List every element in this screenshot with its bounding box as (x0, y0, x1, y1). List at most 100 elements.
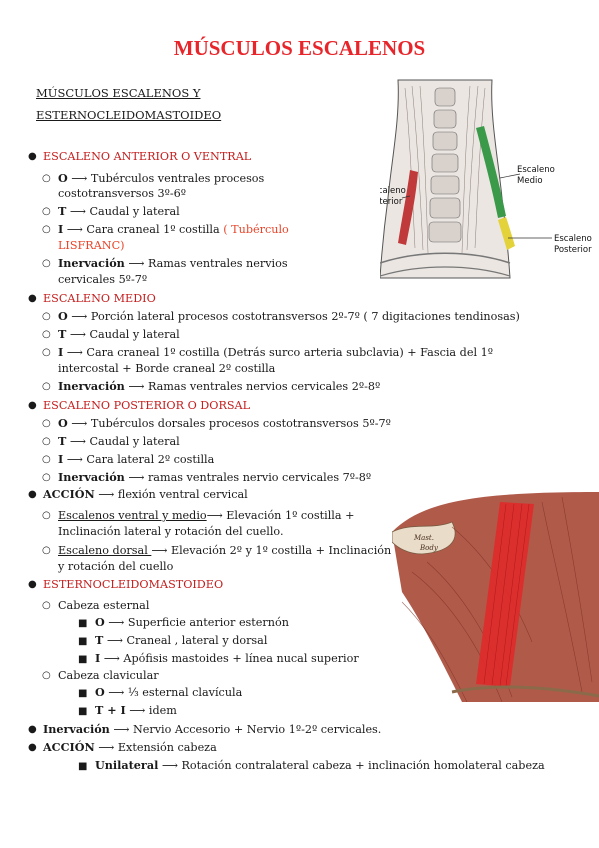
text-line: Cabeza clavicular (58, 668, 159, 683)
bullet-marker: ○ (42, 472, 51, 483)
text-line: Inervación ⟶ Nervio Accesorio + Nervio 1… (43, 722, 381, 737)
text-line: ESCALENO POSTERIOR O DORSAL (43, 398, 250, 413)
text-span: ( Tubérculo (223, 223, 289, 236)
bullet-marker: ■ (78, 761, 88, 772)
text-span: ⟶ Cara craneal 1º costilla (Detrás surco… (63, 346, 493, 359)
text-span: ⟶ Caudal y lateral (66, 328, 180, 341)
text-line: I ⟶ Apófisis mastoides + línea nucal sup… (95, 651, 359, 666)
text-span: ESCALENO ANTERIOR O VENTRAL (43, 150, 252, 163)
text-span: I (58, 222, 64, 236)
text-span: O (95, 685, 105, 699)
text-span: ⟶ Ramas ventrales nervios cervicales 2º-… (124, 380, 381, 393)
scalene-medio-shape (476, 126, 506, 218)
text-line: intercostal + Borde craneal 2º costilla (58, 361, 275, 376)
text-line: Inervación ⟶ ramas ventrales nervio cerv… (58, 470, 371, 485)
text-span: ⟶ Cara craneal 1º costilla (63, 223, 224, 236)
bullet-marker: ○ (42, 206, 51, 217)
text-line: Inervación ⟶ Ramas ventrales nervios cer… (58, 379, 380, 394)
text-span: ⟶ Superficie anterior esternón (104, 616, 289, 629)
text-span: ACCIÓN (43, 487, 95, 501)
text-span: ⟶ Rotación contralateral cabeza + inclin… (158, 759, 545, 772)
text-span: ⟶ Tubérculos dorsales procesos costotran… (67, 417, 391, 430)
text-line: O ⟶ ⅓ esternal clavícula (95, 685, 242, 700)
bullet-marker: ○ (42, 173, 51, 184)
bullet-marker: ■ (78, 688, 88, 699)
bullet-marker: ■ (78, 618, 88, 629)
text-span: Cabeza esternal (58, 599, 150, 612)
text-span: ⟶ Tubérculos ventrales procesos (67, 172, 265, 185)
text-span: ⟶ Ramas ventrales nervios (124, 257, 288, 270)
text-span: y rotación del cuello (58, 560, 174, 573)
bullet-marker: ● (28, 293, 37, 304)
text-line: Unilateral ⟶ Rotación contralateral cabe… (95, 758, 545, 773)
bullet-marker: ○ (42, 381, 51, 392)
text-span: intercostal + Borde craneal 2º costilla (58, 362, 276, 375)
text-span: T (58, 204, 67, 218)
bullet-marker: ■ (78, 706, 88, 717)
text-span: ⟶ ⅓ esternal clavícula (104, 686, 243, 699)
text-span: ⟶ Porción lateral procesos costotransver… (67, 310, 520, 323)
bullet-marker: ● (28, 151, 37, 162)
text-line: T ⟶ Caudal y lateral (58, 204, 180, 219)
bullet-marker: ○ (42, 418, 51, 429)
text-span: Escaleno dorsal (58, 544, 152, 557)
text-span: Inclinación lateral y rotación del cuell… (58, 525, 284, 538)
figure-label-mast: Mast. (413, 534, 434, 542)
text-span: O (58, 416, 68, 430)
label-escaleno-anterior: EscalenoAnterior (380, 186, 406, 207)
text-line: T ⟶ Caudal y lateral (58, 434, 180, 449)
bullet-marker: ○ (42, 311, 51, 322)
text-line: Inervación ⟶ Ramas ventrales nervios (58, 256, 288, 271)
bullet-marker: ● (28, 400, 37, 411)
text-span: Inervación (43, 722, 110, 736)
scalene-posterior-shape (498, 217, 515, 250)
text-line: I ⟶ Cara craneal 1º costilla (Detrás sur… (58, 345, 493, 360)
text-span: Unilateral (95, 758, 159, 772)
text-span: O (58, 171, 68, 185)
text-span: I (95, 651, 101, 665)
text-line: costotransversos 3º-6º (58, 186, 186, 201)
text-span: ESCALENO POSTERIOR O DORSAL (43, 399, 251, 412)
bullet-marker: ○ (42, 347, 51, 358)
figure-label-body: Body (419, 544, 439, 552)
text-line: I ⟶ Cara craneal 1º costilla ( Tubérculo (58, 222, 289, 237)
subtitle-line-2: ESTERNOCLEIDOMASTOIDEO (36, 108, 222, 122)
text-span: Escalenos ventral y medio (58, 509, 207, 522)
bullet-marker: ■ (78, 636, 88, 647)
text-span: ⟶ Caudal y lateral (66, 205, 180, 218)
text-span: ⟶ Craneal , lateral y dorsal (103, 634, 268, 647)
bullet-marker: ○ (42, 510, 51, 521)
subtitle-line-1: MÚSCULOS ESCALENOS Y (36, 86, 201, 100)
text-line: LISFRANC) (58, 238, 125, 253)
bullet-marker: ○ (42, 454, 51, 465)
text-span: I (58, 452, 64, 466)
text-span: T (95, 633, 104, 647)
text-span: Cabeza clavicular (58, 669, 159, 682)
text-line: Cabeza esternal (58, 598, 149, 613)
text-span: ⟶ Elevación 2º y 1º costilla + Inclinaci… (151, 544, 392, 557)
text-line: O ⟶ Tubérculos dorsales procesos costotr… (58, 416, 391, 431)
text-line: ESCALENO ANTERIOR O VENTRAL (43, 149, 251, 164)
text-line: y rotación del cuello (58, 559, 173, 574)
text-span: T (58, 434, 67, 448)
scm-shape (476, 502, 534, 687)
text-span: cervicales 5º-7º (58, 273, 148, 286)
text-span: ⟶ Apófisis mastoides + línea nucal super… (100, 652, 359, 665)
bullet-marker: ○ (42, 545, 51, 556)
text-span: T + I (95, 703, 126, 717)
text-span: ⟶ flexión ventral cervical (94, 488, 248, 501)
text-line: ACCIÓN ⟶ flexión ventral cervical (43, 487, 248, 502)
text-span: costotransversos 3º-6º (58, 187, 187, 200)
text-span: ⟶ Nervio Accesorio + Nervio 1º-2º cervic… (109, 723, 382, 736)
text-line: T ⟶ Craneal , lateral y dorsal (95, 633, 267, 648)
text-span: O (95, 615, 105, 629)
text-line: Escalenos ventral y medio⟶ Elevación 1º … (58, 508, 354, 523)
text-span: ⟶ Cara lateral 2º costilla (63, 453, 215, 466)
text-span: ESTERNOCLEIDOMASTOIDEO (43, 578, 224, 591)
bullet-marker: ■ (78, 654, 88, 665)
bullet-marker: ● (28, 579, 37, 590)
text-line: ACCIÓN ⟶ Extensión cabeza (43, 740, 217, 755)
